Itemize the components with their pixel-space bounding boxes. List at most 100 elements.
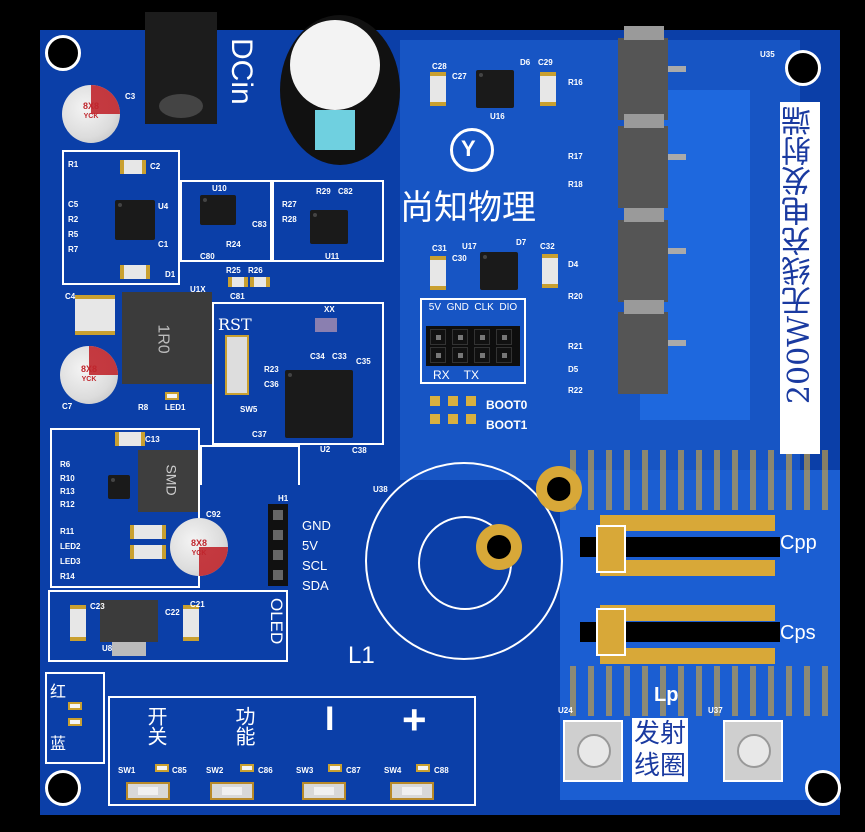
block-separator <box>200 445 300 485</box>
cap-c85 <box>155 764 169 772</box>
label-c33: C33 <box>332 352 347 361</box>
cap-c86 <box>240 764 254 772</box>
label-u37: U37 <box>708 706 723 715</box>
label-r23: R23 <box>264 365 279 374</box>
button-panel <box>108 696 476 806</box>
cap-c29 <box>540 72 556 106</box>
label-c3: C3 <box>125 92 136 101</box>
label-h1: H1 <box>278 494 289 503</box>
trace-3 <box>600 605 775 621</box>
label-xx: XX <box>324 305 335 314</box>
label-r14: R14 <box>60 572 75 581</box>
chip-u11 <box>310 210 348 244</box>
brand-name: 尚知物理 <box>400 188 536 228</box>
uart-bottom-labels: RX TX <box>426 368 486 382</box>
boot0-label: BOOT0 <box>486 398 528 412</box>
uart-pin-dio: DIO <box>499 302 518 313</box>
brand-logo-icon: Y <box>450 128 494 172</box>
mosfet-3 <box>618 208 686 302</box>
cpp-pad <box>596 525 626 573</box>
button-sw4[interactable] <box>390 782 434 800</box>
oled-header[interactable] <box>268 504 288 586</box>
uart-header-frame <box>420 298 526 384</box>
label-c30: C30 <box>452 254 467 263</box>
uart-header[interactable] <box>426 326 520 366</box>
uart-pin-clk: CLK <box>474 302 494 313</box>
cap-c13 <box>115 432 145 446</box>
cap-c87 <box>328 764 342 772</box>
cap-c8 <box>95 295 115 335</box>
cap-c17 <box>130 545 166 559</box>
cap-c20 <box>70 605 86 641</box>
label-u24: U24 <box>558 706 573 715</box>
label-c32: C32 <box>540 242 555 251</box>
label-sw5: SW5 <box>240 405 258 414</box>
label-c28: C28 <box>432 62 447 71</box>
label-u35: U35 <box>760 50 775 59</box>
label-c22: C22 <box>165 608 180 617</box>
chip-u4 <box>115 200 155 240</box>
label-c36: C36 <box>264 380 279 389</box>
label-led1: LED1 <box>165 403 186 412</box>
label-c2: C2 <box>150 162 161 171</box>
cps-label: Cps <box>780 622 816 644</box>
label-c82: C82 <box>338 187 353 196</box>
label-r21: R21 <box>568 342 583 351</box>
label-r18: R18 <box>568 180 583 189</box>
sw4-caption: + <box>402 696 427 743</box>
trace-4 <box>600 648 775 664</box>
terminal-u24 <box>563 720 623 782</box>
label-u11: U11 <box>325 252 340 261</box>
electrolytic-cap-c7: 8X8 YCK <box>60 346 118 404</box>
label-r17: R17 <box>568 152 583 161</box>
label-r24: R24 <box>226 240 241 249</box>
dc-jack <box>145 12 217 124</box>
label-d4: D4 <box>568 260 579 269</box>
led-blue <box>68 718 82 726</box>
label-d1: D1 <box>165 270 176 279</box>
status-led-block <box>45 672 105 764</box>
label-c27: C27 <box>452 72 467 81</box>
button-sw2[interactable] <box>210 782 254 800</box>
uart-pin-rx: RX <box>432 368 450 382</box>
label-sw2: SW2 <box>206 766 224 775</box>
label-c31: C31 <box>432 244 447 253</box>
cap-c21 <box>183 605 199 641</box>
label-r8: R8 <box>138 403 149 412</box>
label-u8: U8 <box>102 644 113 653</box>
cap-c88 <box>416 764 430 772</box>
trace-1 <box>600 515 775 531</box>
oled-pin-scl: SCL <box>302 558 328 573</box>
button-sw1[interactable] <box>126 782 170 800</box>
pcb-board: DCin 8X8 YCK C3 U4 C2 R1 C5 R2 R5 R7 C1 … <box>40 12 841 815</box>
label-u38: U38 <box>373 485 388 494</box>
sw3-caption: I <box>325 700 335 738</box>
button-sw3[interactable] <box>302 782 346 800</box>
label-r25: R25 <box>226 266 241 275</box>
regulator-tab <box>112 642 146 656</box>
mounting-hole-tr <box>785 50 821 86</box>
cps-pad <box>596 608 626 656</box>
dc-in-label: DCin <box>225 38 258 105</box>
reset-button[interactable] <box>225 335 249 395</box>
cap-c31 <box>430 256 446 290</box>
sw1-caption: 开关 <box>144 706 168 746</box>
label-c80: C80 <box>200 252 215 261</box>
led1 <box>165 392 179 400</box>
oled-pin-sda: SDA <box>302 578 329 593</box>
electrolytic-cap-c92: 8X8 YCK <box>170 518 228 576</box>
boot-header[interactable] <box>428 392 484 428</box>
label-u1x: U1X <box>190 285 206 294</box>
res-r25 <box>228 277 248 287</box>
coil-label: L1 <box>348 642 375 669</box>
label-c34: C34 <box>310 352 325 361</box>
coil-pad-inner <box>476 524 522 570</box>
inductor-smd: SMD <box>138 450 198 512</box>
mcu-u2 <box>285 370 353 438</box>
label-u17: U17 <box>462 242 477 251</box>
rst-label: RST <box>218 315 252 334</box>
label-c29: C29 <box>538 58 553 67</box>
label-c86: C86 <box>258 766 273 775</box>
terminal-u37 <box>723 720 783 782</box>
label-r16: R16 <box>568 78 583 87</box>
